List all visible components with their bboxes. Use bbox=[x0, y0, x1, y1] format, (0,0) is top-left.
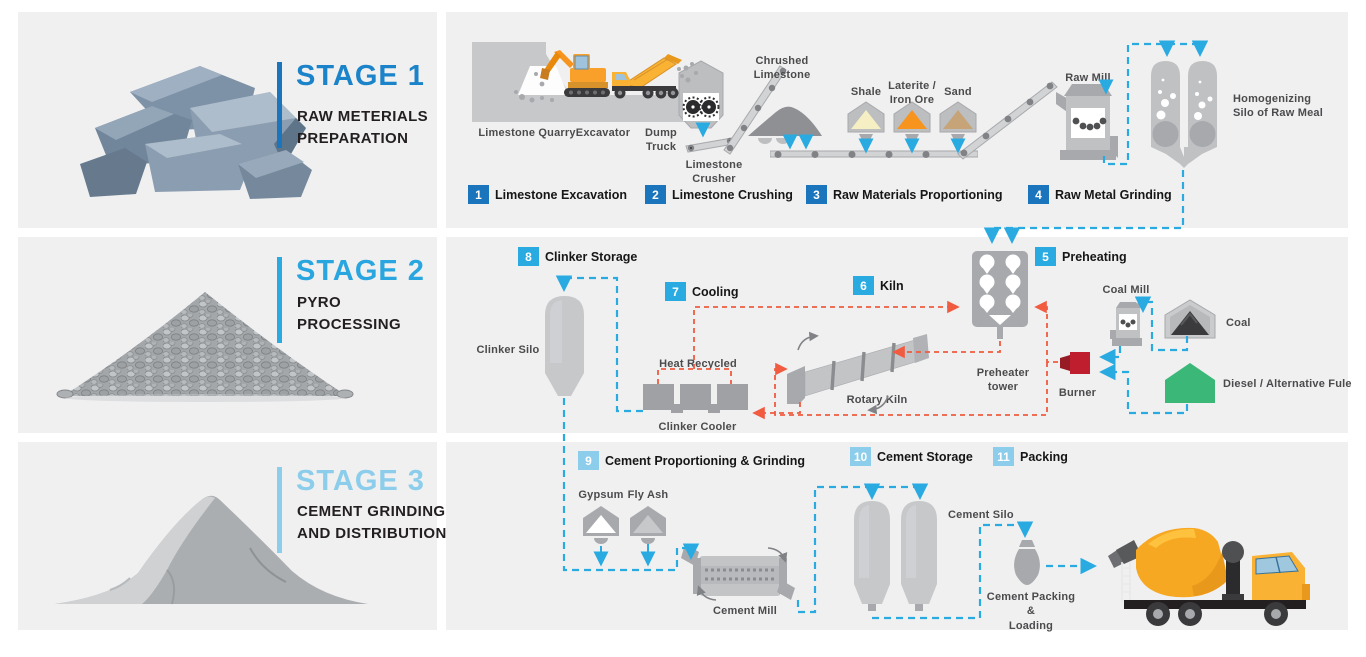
step-1: 1 Limestone Excavation bbox=[468, 185, 627, 204]
stage3-title: STAGE 3 bbox=[296, 465, 425, 497]
clinker-cooler-label: Clinker Cooler bbox=[658, 421, 737, 433]
step-9-number: 9 bbox=[578, 451, 599, 470]
step-9: 9 Cement Proportioning & Grinding bbox=[578, 451, 805, 470]
laterite-label: Laterite / Iron Ore bbox=[888, 80, 936, 107]
step-7-number: 7 bbox=[665, 282, 686, 301]
stage1-subtitle: RAW METERIALS PREPARATION bbox=[297, 108, 429, 147]
shale-hopper-icon bbox=[847, 101, 885, 142]
step-2: 2 Limestone Crushing bbox=[645, 185, 793, 204]
burner-label: Burner bbox=[1058, 387, 1097, 399]
excavator-label: Excavator bbox=[575, 127, 631, 139]
crushed-limestone-label: Chrushed Limestone bbox=[753, 55, 811, 82]
stage1-accent-bar bbox=[277, 62, 282, 148]
step-10-number: 10 bbox=[850, 447, 871, 466]
cement-silo-label: Cement Silo bbox=[948, 509, 1014, 521]
gypsum-hopper-icon bbox=[583, 506, 619, 544]
step-8-number: 8 bbox=[518, 247, 539, 266]
limestone-rocks-illustration bbox=[80, 66, 312, 199]
shale-label: Shale bbox=[850, 86, 882, 98]
proportioning-conveyor-icon bbox=[770, 150, 978, 158]
excavator-icon bbox=[540, 50, 610, 97]
step-10: 10 Cement Storage bbox=[850, 447, 973, 466]
cement-bag-icon bbox=[1014, 540, 1040, 585]
cement-mound-illustration bbox=[55, 495, 368, 605]
fly-ash-label: Fly Ash bbox=[627, 489, 669, 501]
quarry-label: Limestone Quarry bbox=[478, 127, 576, 139]
step-7-label: Cooling bbox=[692, 284, 739, 299]
stage2-title: STAGE 2 bbox=[296, 255, 425, 287]
limestone-crusher-icon bbox=[678, 60, 724, 129]
step-5-number: 5 bbox=[1035, 247, 1056, 266]
cement-mill-label: Cement Mill bbox=[713, 605, 777, 617]
inclined-conveyor-icon bbox=[723, 65, 787, 155]
preheater-tower-icon bbox=[972, 251, 1028, 339]
dump-truck-label: Dump Truck bbox=[645, 127, 677, 154]
step-6-label: Kiln bbox=[880, 278, 904, 293]
sand-hopper-icon bbox=[939, 101, 977, 142]
coal-shelter-icon bbox=[1164, 299, 1216, 339]
step-1-label: Limestone Excavation bbox=[495, 187, 627, 202]
clinker-silo-label: Clinker Silo bbox=[476, 344, 540, 356]
clinker-gravel-illustration bbox=[56, 292, 354, 402]
stage3-subtitle: CEMENT GRINDING AND DISTRIBUTION bbox=[297, 503, 447, 542]
coal-mill-icon bbox=[1110, 298, 1148, 346]
cement-silo-1-icon bbox=[854, 501, 890, 611]
preheater-tower-label: Preheater tower bbox=[976, 367, 1030, 394]
diesel-fuel-icon bbox=[1165, 363, 1215, 403]
coal-mill-label: Coal Mill bbox=[1102, 284, 1150, 296]
step-8: 8 Clinker Storage bbox=[518, 247, 637, 266]
homogenizing-silo-icon bbox=[1151, 61, 1217, 168]
sand-label: Sand bbox=[944, 86, 972, 98]
stage2-accent-bar bbox=[277, 257, 282, 343]
heat-recycled-label: Heat Recycled bbox=[659, 358, 737, 370]
step-11: 11 Packing bbox=[993, 447, 1068, 466]
cement-mixer-truck-icon bbox=[1108, 527, 1310, 626]
step-5-label: Preheating bbox=[1062, 249, 1127, 264]
step-6-number: 6 bbox=[853, 276, 874, 295]
stage3-accent-bar bbox=[277, 467, 282, 553]
clinker-cooler-icon bbox=[643, 384, 748, 413]
cement-mill-icon bbox=[681, 544, 795, 600]
stage2-subtitle: PYRO PROCESSING bbox=[297, 294, 402, 333]
step-3-label: Raw Materials Proportioning bbox=[833, 187, 1003, 202]
crushed-limestone-pile-icon bbox=[748, 106, 822, 144]
step-6: 6 Kiln bbox=[853, 276, 904, 295]
step-4: 4 Raw Metal Grinding bbox=[1028, 185, 1172, 204]
gypsum-label: Gypsum bbox=[578, 489, 624, 501]
cement-silo-2-icon bbox=[901, 501, 937, 611]
step-10-label: Cement Storage bbox=[877, 449, 973, 464]
stage1-title: STAGE 1 bbox=[296, 60, 425, 92]
step-4-number: 4 bbox=[1028, 185, 1049, 204]
step-3: 3 Raw Materials Proportioning bbox=[806, 185, 1002, 204]
step-11-label: Packing bbox=[1020, 449, 1068, 464]
raw-mill-conveyor-icon bbox=[957, 81, 1058, 160]
step-9-label: Cement Proportioning & Grinding bbox=[605, 453, 805, 468]
step-5: 5 Preheating bbox=[1035, 247, 1127, 266]
fly-ash-hopper-icon bbox=[630, 506, 666, 544]
step-11-number: 11 bbox=[993, 447, 1014, 466]
cement-packing-label: Cement Packing & Loading bbox=[986, 591, 1076, 632]
raw-mill-label: Raw Mill bbox=[1065, 72, 1111, 84]
step-2-label: Limestone Crushing bbox=[672, 187, 793, 202]
homogenizing-silo-label: Homogenizing Silo of Raw Meal bbox=[1233, 93, 1323, 120]
limestone-quarry-icon bbox=[472, 42, 690, 122]
dump-truck-icon bbox=[612, 54, 685, 99]
raw-mill-icon bbox=[1056, 84, 1118, 160]
step-3-number: 3 bbox=[806, 185, 827, 204]
step-1-number: 1 bbox=[468, 185, 489, 204]
coal-label: Coal bbox=[1226, 317, 1251, 329]
diesel-label: Diesel / Alternative Fule bbox=[1223, 378, 1352, 390]
step-7: 7 Cooling bbox=[665, 282, 739, 301]
clinker-silo-icon bbox=[545, 296, 584, 396]
burner-icon bbox=[1060, 352, 1090, 374]
step-8-label: Clinker Storage bbox=[545, 249, 638, 264]
crusher-label: Limestone Crusher bbox=[685, 159, 743, 186]
step-2-number: 2 bbox=[645, 185, 666, 204]
rotary-kiln-label: Rotary Kiln bbox=[846, 394, 908, 406]
step-4-label: Raw Metal Grinding bbox=[1055, 187, 1172, 202]
